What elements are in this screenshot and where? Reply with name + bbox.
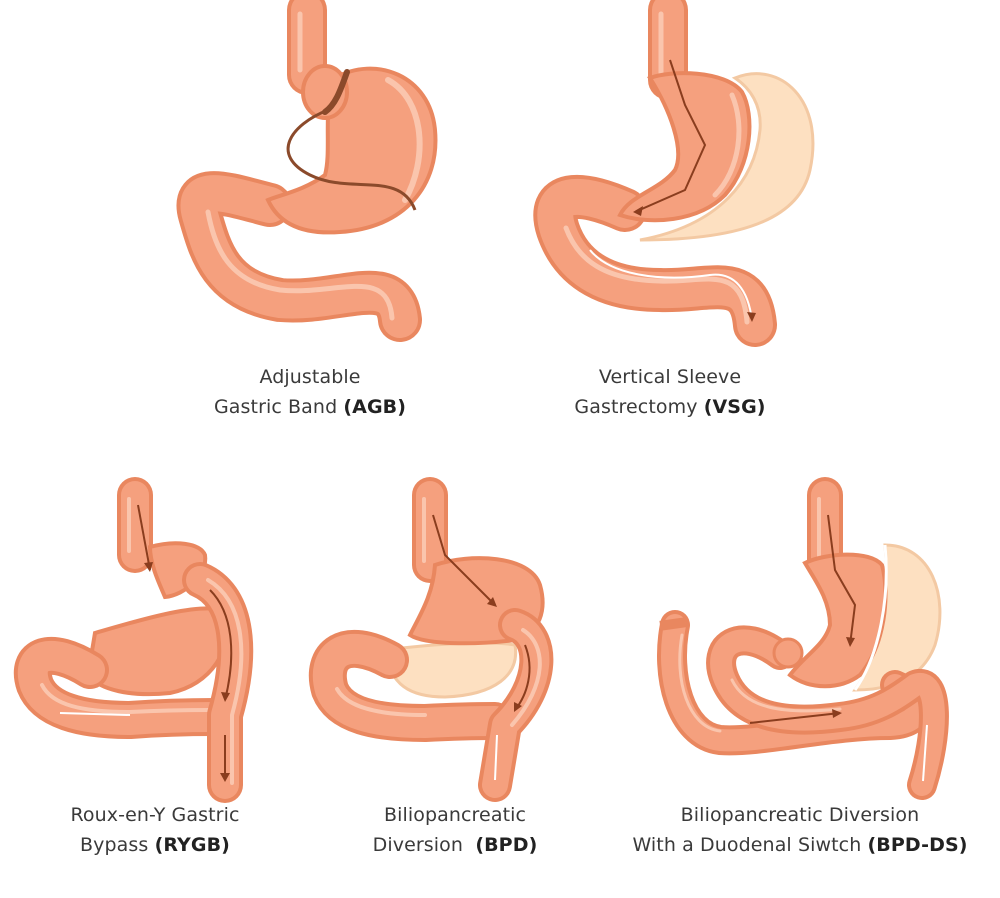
caption-rygb-line1: Roux-en-Y Gastric [70, 804, 240, 826]
caption-rygb-abbr: (RYGB) [154, 834, 230, 856]
caption-bpd-ds-line1: Biliopancreatic Diversion [680, 804, 920, 826]
caption-agb: Adjustable Gastric Band (AGB) [175, 362, 445, 422]
agb-illustration [176, 0, 438, 342]
caption-rygb: Roux-en-Y Gastric Bypass (RYGB) [40, 800, 270, 860]
agb-stomach [265, 66, 438, 235]
caption-bpd-ds-abbr: (BPD-DS) [867, 834, 968, 856]
caption-bpd-line2: Diversion [372, 834, 470, 856]
caption-bpd-line1: Biliopancreatic [383, 804, 527, 826]
caption-agb-abbr: (AGB) [343, 396, 407, 418]
diagram-bpd [308, 477, 575, 802]
bpd-ds-illustration [657, 477, 949, 800]
caption-vsg-line2: Gastrectomy [574, 396, 698, 418]
caption-agb-line2: Gastric Band [213, 396, 338, 418]
caption-bpd-abbr: (BPD) [475, 834, 538, 856]
band-tube [286, 108, 417, 211]
caption-bpd-ds-line2: With a Duodenal Siwtch [632, 834, 862, 856]
diagram-agb [160, 0, 460, 350]
diagram-bpd-ds [640, 477, 970, 800]
caption-vsg-line1: Vertical Sleeve [598, 366, 742, 388]
diagram-rygb [13, 477, 280, 803]
bpd-illustration [308, 477, 554, 802]
caption-vsg-abbr: (VSG) [703, 396, 766, 418]
bpd-ds-sleeve [787, 552, 888, 689]
caption-rygb-line2: Bypass [80, 834, 149, 856]
caption-vsg: Vertical Sleeve Gastrectomy (VSG) [540, 362, 800, 422]
rygb-bypassed-stomach [85, 606, 230, 697]
diagram-vsg [520, 0, 820, 350]
vsg-sleeve [617, 71, 752, 223]
vsg-illustration [533, 0, 815, 347]
caption-agb-line1: Adjustable [259, 366, 361, 388]
caption-bpd-ds: Biliopancreatic Diversion With a Duodena… [615, 800, 985, 860]
caption-bpd: Biliopancreatic Diversion (BPD) [345, 800, 565, 860]
vsg-removed-portion [639, 72, 815, 242]
rygb-illustration [13, 477, 254, 803]
